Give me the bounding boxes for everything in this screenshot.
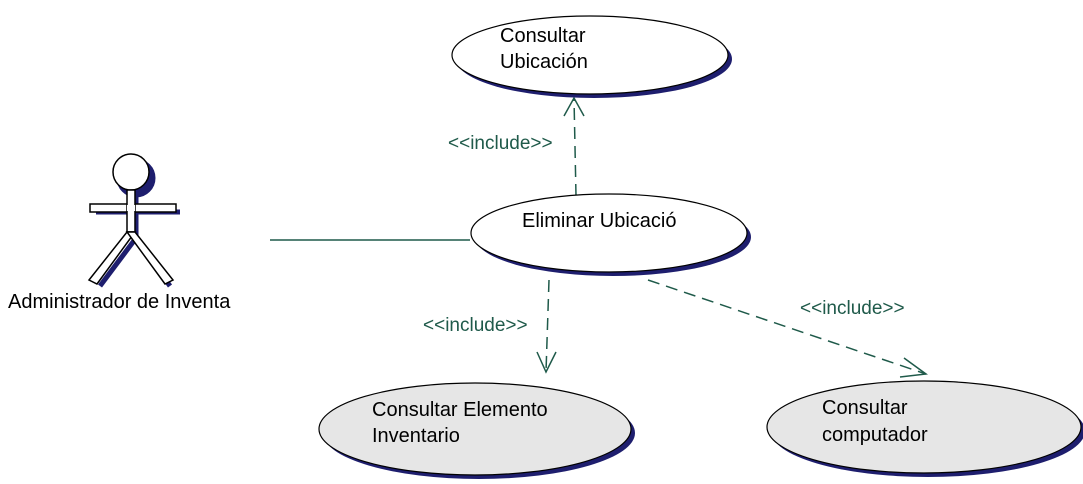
arrowhead-icon: [899, 357, 928, 378]
actor-name: Administrador de Inventa: [8, 291, 231, 313]
arrowhead-icon: [563, 96, 585, 117]
use-case-label: Consultar: [822, 397, 908, 419]
actor-administrador[interactable]: Administrador de Inventa: [8, 153, 231, 313]
use-case-consultar-elemento[interactable]: Consultar Elemento Inventario: [318, 382, 635, 479]
use-case-label: Consultar Elemento: [372, 399, 548, 421]
use-case-consultar-ubicacion[interactable]: Consultar Ubicación: [451, 15, 732, 98]
include-relation-bottom-right: <<include>>: [647, 279, 928, 378]
use-case-label: Consultar: [500, 25, 586, 47]
use-case-label: Eliminar Ubicació: [522, 210, 677, 232]
include-label-bottom-right: <<include>>: [800, 298, 905, 319]
include-label-bottom-left: <<include>>: [423, 315, 528, 336]
use-case-label: Inventario: [372, 425, 460, 447]
use-case-consultar-computador[interactable]: Consultar computador: [766, 380, 1083, 477]
ellipse-body: [451, 15, 729, 95]
include-label-top: <<include>>: [448, 133, 553, 154]
use-case-eliminar-ubicacion[interactable]: Eliminar Ubicació: [470, 193, 751, 276]
use-case-label: computador: [822, 424, 928, 446]
arrowhead-icon: [536, 351, 557, 374]
stick-figure-icon: [87, 153, 177, 285]
ellipse-body: [766, 380, 1082, 474]
include-relation-top: <<include>>: [448, 96, 585, 197]
ellipse-body: [470, 193, 748, 273]
use-case-label: Ubicación: [500, 51, 588, 73]
ellipse-body: [318, 382, 632, 476]
include-relation-bottom-left: <<include>>: [423, 279, 557, 374]
